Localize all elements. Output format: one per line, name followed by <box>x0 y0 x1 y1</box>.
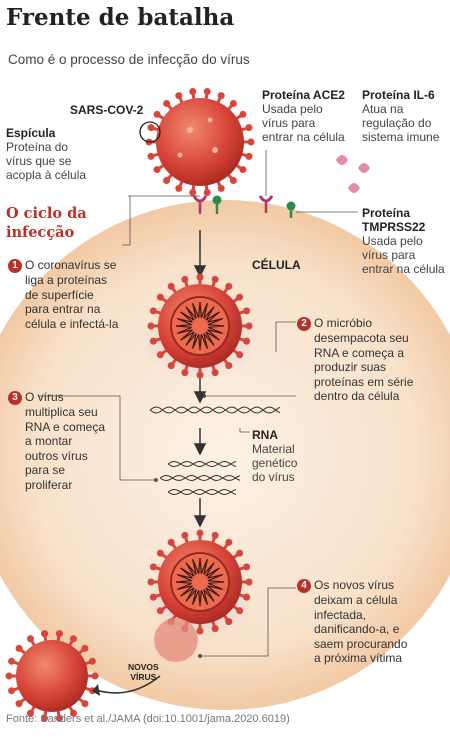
step-number: 1 <box>8 259 22 273</box>
sars-cov-2-virus <box>145 88 255 196</box>
source-note: Fonte: Sanders et al./JAMA (doi:10.1001/… <box>6 713 290 725</box>
il6-molecules <box>336 155 370 193</box>
step-number: 4 <box>297 579 311 593</box>
virus-label: SARS-COV-2 <box>70 103 144 117</box>
step-number: 2 <box>297 317 311 331</box>
cell-body <box>0 200 450 710</box>
ace2-receptor-right <box>258 195 274 213</box>
espicula-highlight <box>139 121 161 143</box>
cell-label: CÉLULA <box>252 258 301 272</box>
ace2-receptor <box>192 195 208 214</box>
rna-strands <box>159 460 241 496</box>
rna-strand-1 <box>149 406 281 414</box>
tmprss-receptor <box>212 195 222 214</box>
step-number: 3 <box>8 391 22 405</box>
page-subtitle: Como é o processo de infecção do vírus <box>8 52 250 67</box>
page-title: Frente de batalha <box>6 4 235 31</box>
tmprss-receptor-right <box>286 201 296 218</box>
virus-inside-cell <box>147 273 253 379</box>
